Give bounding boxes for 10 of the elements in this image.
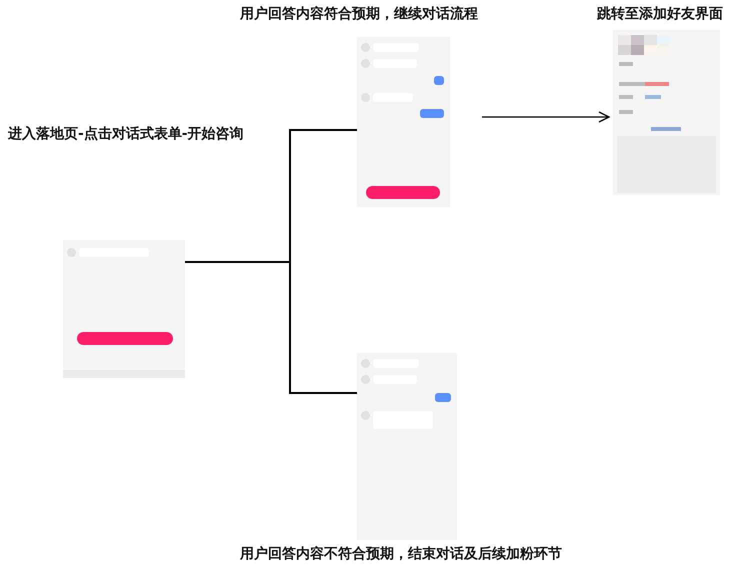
step-caption: 跳转至添加好友界面 bbox=[597, 5, 723, 23]
phone-screenshot-drawing bbox=[613, 30, 720, 195]
phone-screenshot-drawing bbox=[63, 240, 185, 378]
phone-screenshot-drawing bbox=[357, 37, 450, 207]
arrow bbox=[482, 111, 610, 123]
connector-line bbox=[185, 261, 357, 394]
step-caption: 用户回答内容不符合预期，结束对话及后续加粉环节 bbox=[240, 545, 562, 563]
step-heading: 进入落地页-点击对话式表单-开始咨询 bbox=[8, 125, 244, 143]
phone-screenshot-drawing bbox=[357, 353, 457, 540]
step-caption: 用户回答内容符合预期，继续对话流程 bbox=[240, 5, 478, 23]
